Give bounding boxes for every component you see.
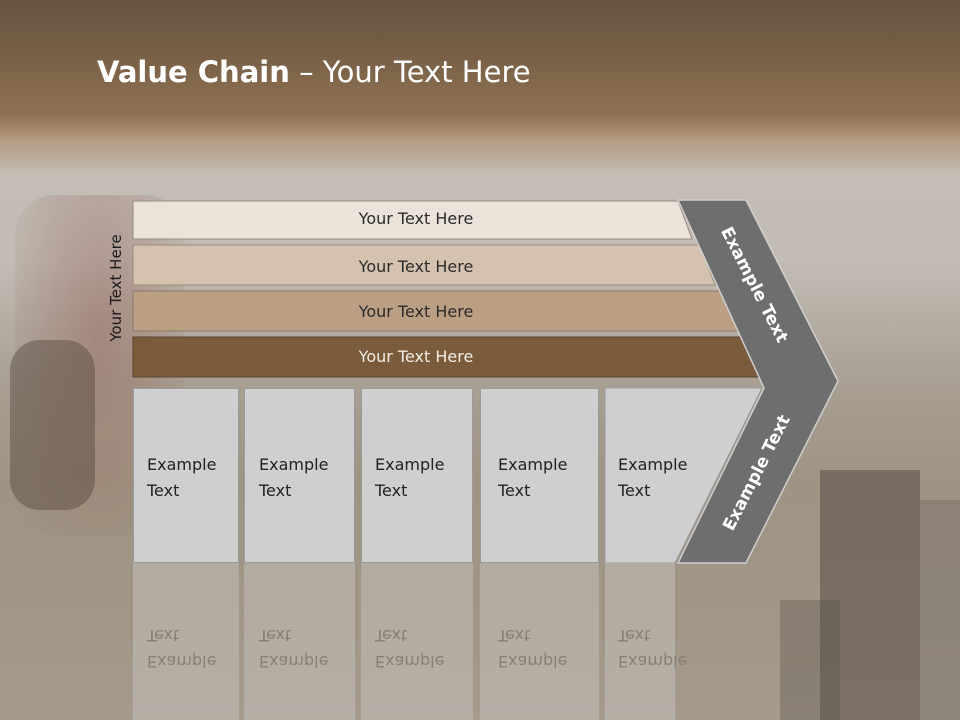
activity-box-1 bbox=[133, 388, 239, 563]
box-2-line-1: Example bbox=[259, 455, 329, 474]
background-building-2 bbox=[920, 500, 960, 720]
activity-box-3 bbox=[361, 388, 473, 563]
reflection-line: Example bbox=[618, 652, 688, 671]
reflection-text-1: Example Text bbox=[147, 622, 216, 674]
reflection-line: Example bbox=[259, 652, 329, 671]
background-backpack bbox=[10, 340, 95, 510]
activity-box-3-text: Example Text bbox=[375, 452, 444, 504]
band-1-text: Your Text Here bbox=[358, 209, 474, 228]
title-rest: – Your Text Here bbox=[289, 55, 531, 89]
reflection-line: Text bbox=[618, 626, 651, 645]
band-4-text: Your Text Here bbox=[358, 347, 474, 366]
reflection-line: Example bbox=[498, 652, 568, 671]
box-1-line-2: Text bbox=[147, 481, 180, 500]
box-4-line-2: Text bbox=[498, 481, 531, 500]
activity-box-4-text: Example Text bbox=[498, 452, 567, 504]
reflection-line: Text bbox=[375, 626, 408, 645]
reflection-line: Text bbox=[259, 626, 292, 645]
activity-box-2-text: Example Text bbox=[259, 452, 328, 504]
reflection-text-4: Example Text bbox=[498, 622, 567, 674]
box-4-line-1: Example bbox=[498, 455, 568, 474]
box-3-line-2: Text bbox=[375, 481, 408, 500]
activity-box-2 bbox=[244, 388, 355, 563]
reflection-text-2: Example Text bbox=[259, 622, 328, 674]
box-5-line-1: Example bbox=[618, 455, 688, 474]
slide-title: Value Chain – Your Text Here bbox=[97, 55, 531, 89]
band-shape-1 bbox=[132, 200, 693, 240]
background-building bbox=[820, 470, 920, 720]
background-building-3 bbox=[780, 600, 840, 720]
activity-box-4 bbox=[480, 388, 599, 563]
diagram-reflection: Example Text Example Text Example Text Exam… bbox=[0, 563, 960, 720]
band-3-text: Your Text Here bbox=[358, 302, 474, 321]
reflection-line: Example bbox=[375, 652, 445, 671]
box-3-line-1: Example bbox=[375, 455, 445, 474]
activity-box-1-text: Example Text bbox=[147, 452, 216, 504]
band-shape-2 bbox=[132, 244, 716, 286]
reflection-line: Text bbox=[498, 626, 531, 645]
reflection-line: Text bbox=[147, 626, 180, 645]
reflection-line: Example bbox=[147, 652, 217, 671]
activity-box-5-text: Example Text bbox=[618, 452, 687, 504]
band-2-text: Your Text Here bbox=[358, 257, 474, 276]
box-2-line-2: Text bbox=[259, 481, 292, 500]
box-1-line-1: Example bbox=[147, 455, 217, 474]
reflection-text-3: Example Text bbox=[375, 622, 444, 674]
title-bold: Value Chain bbox=[97, 55, 290, 89]
last-box-arrow-shape bbox=[604, 387, 763, 564]
box-5-line-2: Text bbox=[618, 481, 651, 500]
reflection-text-5: Example Text bbox=[618, 622, 687, 674]
chevron-arrow bbox=[676, 199, 839, 564]
